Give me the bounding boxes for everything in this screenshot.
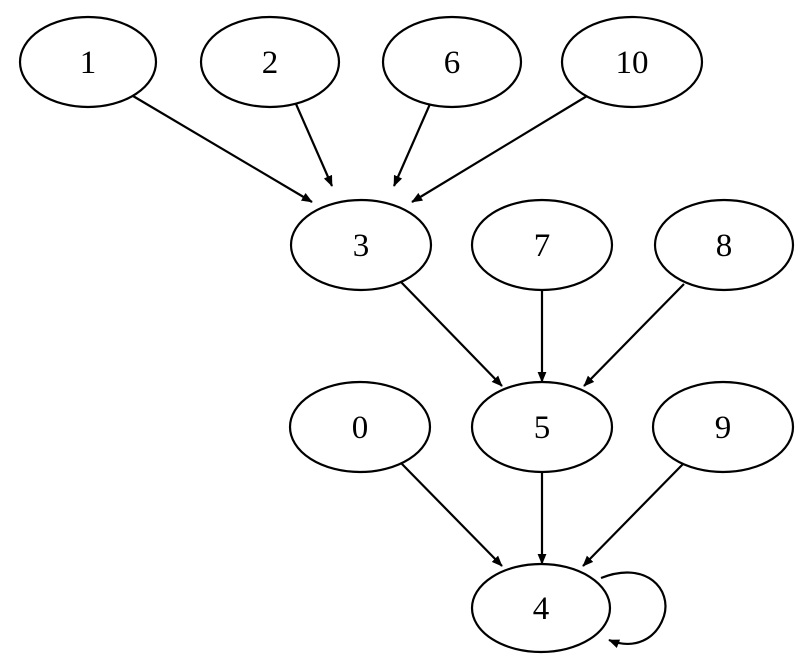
- node-0-ellipse[interactable]: [288, 380, 432, 474]
- node-7-ellipse[interactable]: [470, 198, 614, 292]
- node-4-ellipse[interactable]: [470, 562, 612, 654]
- node-4[interactable]: 4: [470, 562, 612, 654]
- node-3-ellipse[interactable]: [289, 198, 433, 292]
- edge-3-to-5: [400, 281, 503, 387]
- edge-8-to-5: [583, 283, 685, 387]
- node-10[interactable]: 10: [560, 15, 704, 109]
- node-3[interactable]: 3: [289, 198, 433, 292]
- node-6-ellipse[interactable]: [381, 15, 523, 109]
- node-2[interactable]: 2: [199, 15, 341, 109]
- edge-10-to-3: [411, 95, 588, 203]
- node-0[interactable]: 0: [288, 380, 432, 474]
- edge-9-to-4: [582, 463, 684, 567]
- node-8-ellipse[interactable]: [653, 198, 795, 292]
- node-9[interactable]: 9: [651, 380, 795, 474]
- node-2-ellipse[interactable]: [199, 15, 341, 109]
- edge-4-to-4-self-loop: [600, 571, 667, 648]
- node-9-ellipse[interactable]: [651, 380, 795, 474]
- node-8[interactable]: 8: [653, 198, 795, 292]
- node-5-ellipse[interactable]: [470, 380, 614, 474]
- edge-6-to-3: [392, 103, 432, 187]
- node-1[interactable]: 1: [18, 15, 158, 109]
- node-layer: 1 2 6 10 3 7 8 0: [18, 15, 795, 654]
- node-5[interactable]: 5: [470, 380, 614, 474]
- node-10-ellipse[interactable]: [560, 15, 704, 109]
- node-1-ellipse[interactable]: [18, 15, 158, 109]
- node-7[interactable]: 7: [470, 198, 614, 292]
- edge-1-to-3: [132, 95, 313, 203]
- edge-layer: [132, 95, 685, 648]
- edge-2-to-3: [294, 103, 334, 187]
- edge-0-to-4: [400, 462, 503, 567]
- node-6[interactable]: 6: [381, 15, 523, 109]
